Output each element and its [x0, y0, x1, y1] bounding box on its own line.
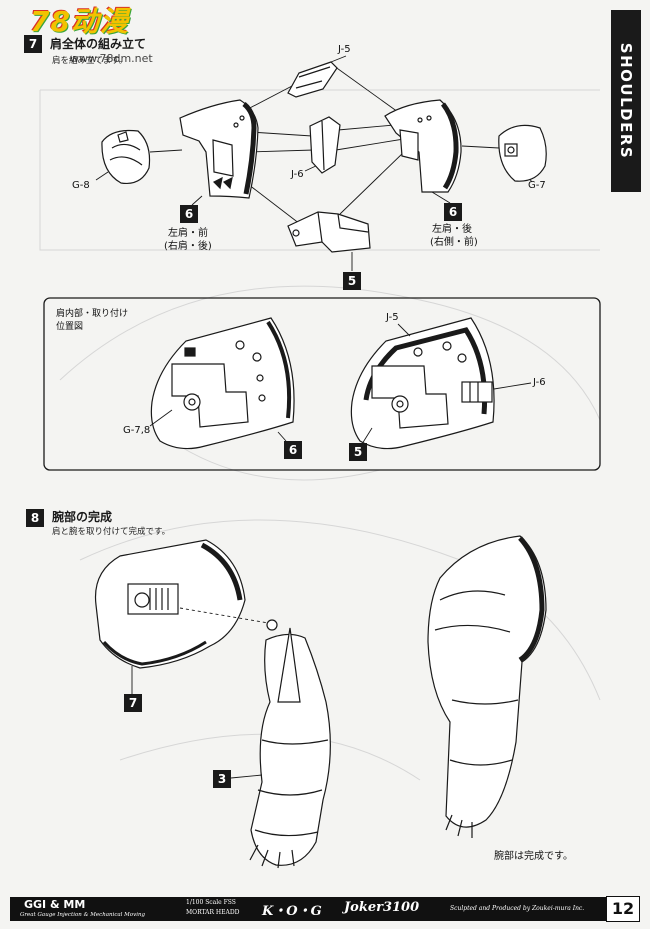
inset-left-boss-center: [188, 398, 196, 406]
left-shell-hole: [233, 122, 239, 128]
inset-left-hole: [252, 352, 262, 362]
g8-part-detail: [109, 143, 143, 166]
step-8-badge: 8: [26, 509, 44, 527]
watermark-url: www.78dm.net: [70, 52, 153, 65]
footer-scale: 1/100 Scale FSS: [186, 899, 236, 906]
completion-note: 腕部は完成です。: [494, 851, 573, 862]
step-7-note: 肩を組み立てます。: [52, 56, 128, 66]
footer-series: MORTAR HEADD: [186, 909, 240, 916]
page-number: 12: [606, 896, 640, 922]
step7-drawing: [95, 55, 547, 271]
step-7-badge: 7: [24, 35, 42, 53]
right-caption-line1: 左肩・後: [432, 224, 472, 235]
arm-leader-line: [230, 774, 263, 779]
inset-drawing: [43, 297, 601, 471]
inset-right-boss-center: [396, 400, 404, 408]
label-j6: J-6: [291, 169, 304, 180]
footer-model: Joker3100: [344, 900, 420, 915]
left-caption-line2: (右肩・後): [164, 241, 212, 252]
completed-arm-detail: [434, 590, 519, 766]
right-shoulder-shell: [384, 99, 462, 193]
inset-part-5-badge: 5: [349, 443, 367, 461]
bracket-part-5: [287, 211, 371, 253]
arm-segments: [254, 739, 329, 837]
assembled-shoulder-edge: [200, 542, 243, 601]
step8-drawing: [94, 535, 547, 869]
inset-right-hole: [442, 341, 452, 351]
label-g7: G-7: [528, 180, 546, 191]
inset-right-cutout: [371, 365, 449, 429]
attach-guide-line: [179, 607, 269, 624]
inset-left-hole: [235, 340, 245, 350]
inset-label-j6: J-6: [533, 377, 546, 388]
inset-label-j5: J-5: [386, 312, 399, 323]
inset-right-hole: [457, 353, 467, 363]
inset-left-hole: [258, 394, 266, 402]
left-shell-vents: [212, 176, 233, 190]
shoulder-mechanism-ribs: [149, 588, 169, 610]
footer-credit: Sculpted and Produced by Zoukei-mura Inc…: [450, 905, 585, 912]
j6-part: [309, 116, 341, 174]
completed-arm-edge: [518, 536, 545, 663]
left-shell-hole: [239, 115, 245, 121]
inset-frame: [43, 297, 601, 471]
inset-title-line2: 位置図: [56, 322, 84, 332]
section-tab-label: SHOULDERS: [617, 42, 635, 160]
part-3-badge: 3: [213, 770, 231, 788]
inset-left-cutout: [171, 363, 249, 428]
left-caption-line1: 左肩・前: [168, 228, 208, 239]
footer-kog: K・O・G: [262, 904, 322, 919]
inset-left-shell-edge: [266, 320, 292, 419]
step-8-title: 腕部の完成: [52, 510, 113, 524]
part-6-right-badge: 6: [444, 203, 462, 221]
right-shell-opening: [399, 129, 419, 161]
right-shell-hole: [426, 115, 432, 121]
footer-brand: GGI & MM: [24, 898, 86, 911]
inset-title-line1: 肩内部・取り付け: [56, 309, 129, 319]
j6-part-detail: [321, 120, 325, 171]
g8-part-tab: [117, 131, 129, 143]
part-6-left-badge: 6: [180, 205, 198, 223]
arm-blade: [277, 627, 301, 703]
left-shell-edge: [242, 102, 257, 195]
watermark-logo: 78动漫: [30, 5, 129, 38]
assembled-shoulder-rim: [102, 640, 207, 666]
g7-part-pin: [507, 146, 515, 154]
inset-right-j6-bar-detail: [469, 382, 479, 402]
section-tab: SHOULDERS: [611, 10, 641, 192]
inset-part-6-badge: 6: [284, 441, 302, 459]
right-shell-edge: [440, 102, 459, 190]
label-j5: J-5: [338, 44, 351, 55]
part-7-badge: 7: [124, 694, 142, 712]
inset-right-hole: [413, 347, 423, 357]
completed-arm: [427, 535, 547, 828]
completed-arm-fingers: [445, 814, 473, 838]
arm-fingers: [249, 844, 295, 869]
footer-band: [10, 897, 606, 921]
arm-part-3: [250, 633, 331, 866]
step-7-title: 肩全体の組み立て: [50, 37, 147, 51]
inset-left-slot: [184, 347, 196, 357]
bracket-part-5-detail: [317, 211, 369, 243]
bracket-part-5-hole: [292, 229, 300, 237]
inset-label-g78: G-7,8: [123, 425, 151, 436]
left-shell-opening: [212, 139, 234, 177]
g7-part: [498, 124, 547, 182]
inset-right-j6-bar: [461, 381, 493, 403]
right-caption-line2: (右側・前): [430, 237, 478, 248]
inset-left-hole: [256, 374, 264, 382]
part-5-badge: 5: [343, 272, 361, 290]
step-8-note: 肩と腕を取り付けて完成です。: [52, 527, 171, 537]
inset-leader-lines: [149, 323, 532, 445]
shoulder-joint: [134, 592, 150, 608]
right-shell-hole: [417, 117, 423, 123]
arm-ball-joint: [266, 619, 278, 631]
footer-brand-sub: Great Gauge Injection & Mechanical Movin…: [20, 912, 146, 918]
j5-part-detail: [295, 66, 331, 89]
j5-part: [287, 61, 338, 98]
label-g8: G-8: [72, 180, 90, 191]
